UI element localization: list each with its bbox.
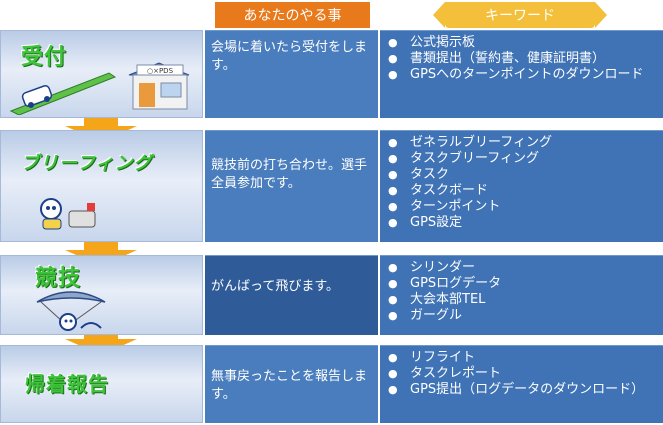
description-text: 無事戻ったことを報告します。 — [211, 369, 368, 402]
keyword-item: タスクブリーフィング — [388, 151, 659, 167]
keyword-item: ターンポイント — [388, 199, 659, 215]
stage-reception-description: 会場に着いたら受付をします。 — [205, 30, 378, 118]
flow-arrow-stem — [84, 335, 118, 341]
keyword-item: シリンダー — [388, 260, 659, 276]
flow-arrow-stem — [84, 242, 118, 252]
description-text: 会場に着いたら受付をします。 — [211, 40, 368, 73]
stage-briefing-description: 競技前の打ち合わせ。選手全員参加です。 — [205, 130, 378, 242]
pilot-briefing-icon — [40, 198, 96, 230]
header-your-tasks: あなたのやる事 — [215, 2, 370, 28]
description-text: 競技前の打ち合わせ。選手全員参加です。 — [211, 158, 368, 191]
flow-arrow-stem — [84, 118, 118, 128]
keyword-item: タスクボード — [388, 183, 659, 199]
stage-title-briefing: ブリーフィング — [21, 153, 153, 174]
stage-return-report: 帰着報告 — [0, 345, 203, 423]
keyword-item: タスクレポート — [388, 366, 659, 382]
stage-reception-keywords: 公式掲示板 書類提出（誓約書、健康証明書） GPSへのターンポイントのダウンロー… — [380, 30, 663, 118]
keyword-item: タスク — [388, 167, 659, 183]
stage-competition: 競技 — [0, 255, 203, 335]
header-keywords: キーワード — [433, 2, 607, 28]
keyword-item: GPSログデータ — [388, 276, 659, 292]
keyword-item: GPSへのターンポイントのダウンロード — [388, 67, 659, 83]
keyword-item: ガーグル — [388, 308, 659, 324]
stage-title-return-report: 帰着報告 — [25, 372, 109, 396]
keyword-item: GPS設定 — [388, 215, 659, 231]
description-text: がんばって飛びます。 — [211, 279, 340, 294]
stage-competition-keywords: シリンダー GPSログデータ 大会本部TEL ガーグル — [380, 255, 663, 335]
stage-reception: 受付 ○×PDS — [0, 30, 203, 118]
paraglider-icon — [36, 291, 106, 331]
keyword-item: GPS提出（ログデータのダウンロード） — [388, 382, 659, 398]
shop-sign-text: ○×PDS — [147, 67, 174, 75]
keyword-item: 公式掲示板 — [388, 35, 659, 51]
shop-icon: ○×PDS — [128, 62, 190, 110]
stage-return-report-keywords: リフライト タスクレポート GPS提出（ログデータのダウンロード） — [380, 345, 663, 423]
stage-title-reception: 受付 — [21, 45, 68, 70]
stage-return-report-description: 無事戻ったことを報告します。 — [205, 345, 378, 423]
stage-competition-description: がんばって飛びます。 — [205, 255, 378, 335]
stage-title-competition: 競技 — [35, 266, 82, 291]
keyword-item: 書類提出（誓約書、健康証明書） — [388, 51, 659, 67]
stage-briefing: ブリーフィング — [0, 130, 203, 242]
hill-icon — [9, 72, 117, 115]
stage-briefing-keywords: ゼネラルブリーフィング タスクブリーフィング タスク タスクボード ターンポイン… — [380, 130, 663, 242]
keyword-item: ゼネラルブリーフィング — [388, 135, 659, 151]
keyword-item: リフライト — [388, 350, 659, 366]
keyword-item: 大会本部TEL — [388, 292, 659, 308]
